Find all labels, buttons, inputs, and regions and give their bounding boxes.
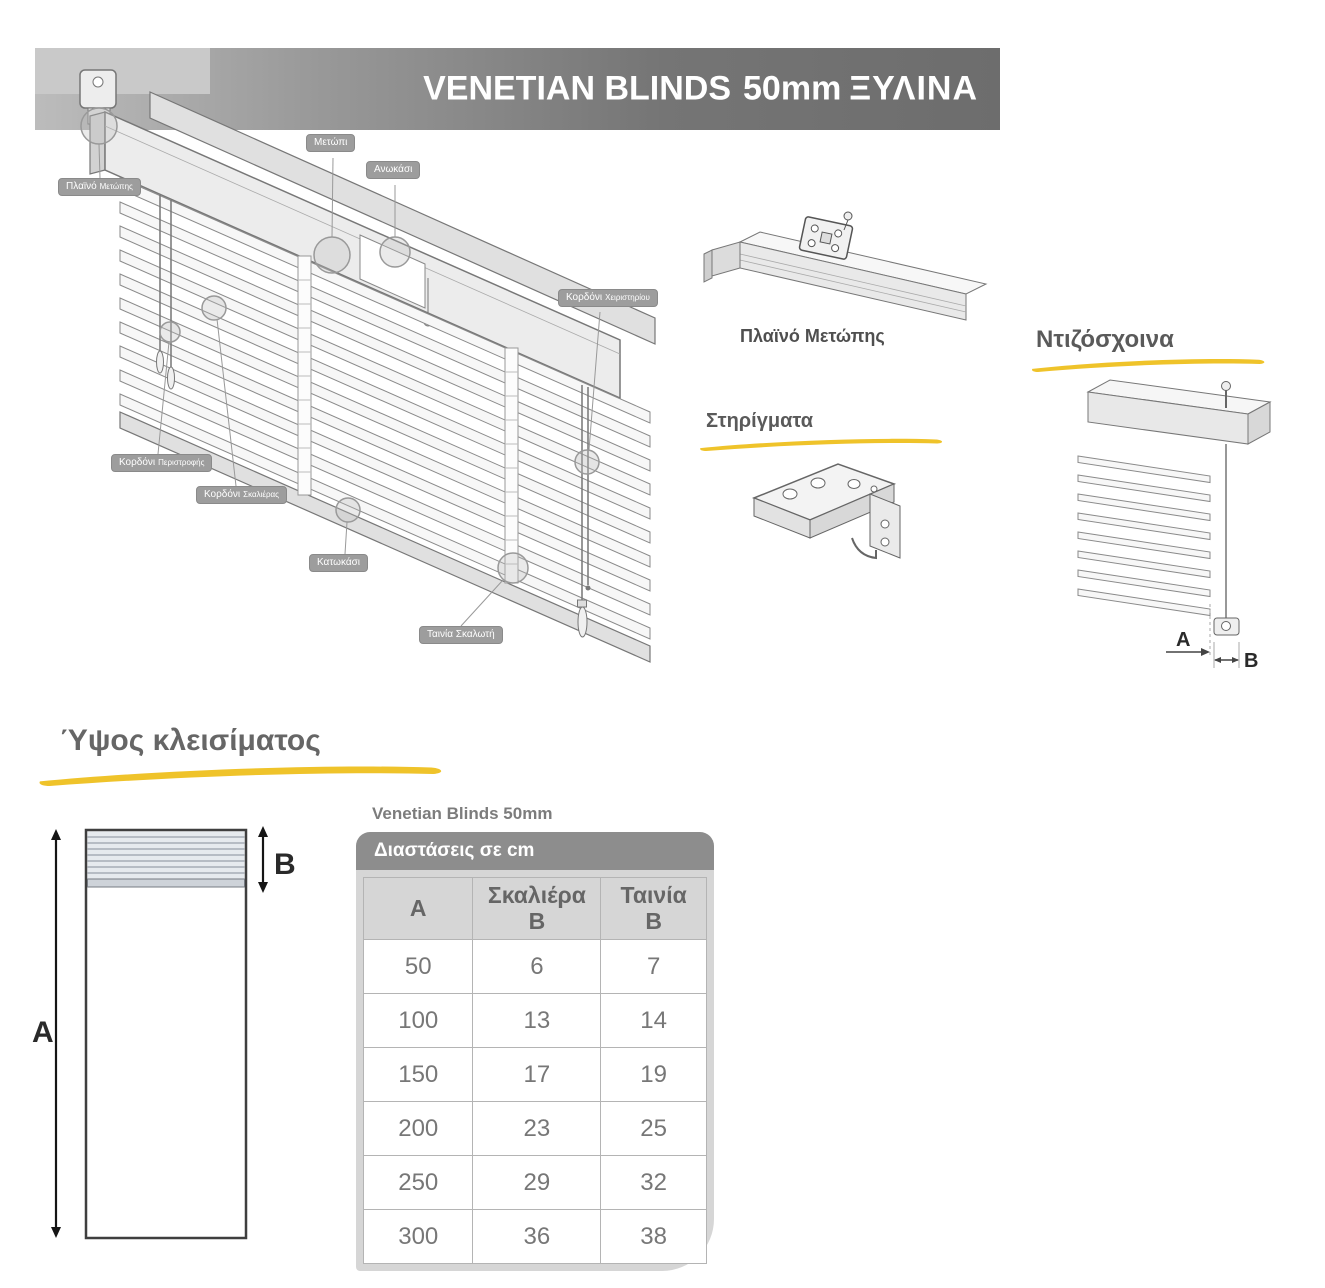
main-blind-diagram	[79, 69, 656, 663]
supports-title: Στηρίγματα	[706, 410, 814, 432]
label-text: Μετώπι	[314, 137, 348, 148]
dimension-marks: A B	[1166, 604, 1258, 672]
wall-rail-highlight	[35, 48, 210, 94]
control-cords	[577, 385, 591, 638]
column-header-a: A	[362, 877, 474, 940]
dim-b-label: B	[274, 848, 296, 881]
label-text: Πλαϊνό	[66, 181, 97, 192]
closing-height-title: Ύψος κλεισίματος	[60, 724, 321, 757]
cell-a: 100	[362, 993, 474, 1048]
cell-a: 300	[362, 1209, 474, 1264]
dim-arrow-b: B	[258, 826, 296, 893]
cord-tassel	[577, 606, 588, 638]
cord-anchor	[1221, 381, 1231, 391]
bracket-hook	[851, 537, 877, 560]
cell-a: 150	[362, 1047, 474, 1102]
dimensions-table: Venetian Blinds 50mm Διαστάσεις σε cm A …	[356, 804, 714, 1271]
cell-a: 50	[362, 939, 474, 994]
cell-a: 250	[362, 1155, 474, 1210]
label-tainia-skaloti-badge: Ταινία Σκαλωτή	[419, 626, 503, 644]
cell-tainia: 25	[600, 1101, 707, 1156]
cell-skaliera: 29	[472, 1155, 602, 1210]
table-row: 50 6 7	[362, 939, 707, 994]
cords-section-title: Ντιζόσχοινα	[1036, 326, 1174, 353]
leader-circles	[80, 107, 600, 584]
dim-a-label: A	[1176, 629, 1190, 651]
title-size: 50mm	[743, 69, 842, 108]
label-text: Κορδόνι	[119, 457, 156, 468]
table-row: 100 13 14	[362, 993, 707, 1048]
table-row: 300 36 38	[362, 1209, 707, 1264]
label-anokasi-badge: Ανωκάσι	[366, 161, 421, 179]
table-header-bar: Διαστάσεις σε cm	[356, 832, 714, 870]
dim-arrow-a: A	[32, 829, 61, 1238]
supports-underline-swoosh	[700, 438, 943, 451]
closing-height-diagram: B A	[32, 826, 296, 1240]
closed-stack-band	[87, 831, 245, 888]
headrail	[149, 91, 656, 345]
rail-end-cap	[711, 241, 741, 277]
table-row: 250 29 32	[362, 1155, 707, 1210]
cell-skaliera: 23	[472, 1101, 602, 1156]
cell-a: 200	[362, 1101, 474, 1156]
label-subtext: Περιστροφής	[158, 458, 205, 467]
cell-tainia: 19	[600, 1047, 707, 1102]
cell-skaliera: 36	[472, 1209, 602, 1264]
dim-a-label: A	[32, 1016, 54, 1049]
cords-diagram: A B	[1077, 379, 1272, 672]
cell-skaliera: 17	[472, 1047, 602, 1102]
label-text: Κατωκάσι	[317, 557, 360, 568]
cell-skaliera: 6	[472, 939, 602, 994]
bottom-rail	[119, 411, 651, 663]
hinge-plate	[798, 216, 854, 260]
label-katokasi-badge: Κατωκάσι	[309, 554, 368, 572]
label-text: Κορδόνι	[204, 489, 241, 500]
dim-b-label: B	[1244, 650, 1258, 672]
ladder-tapes	[297, 255, 519, 584]
cell-tainia: 32	[600, 1155, 707, 1210]
tilt-cords	[156, 195, 175, 390]
cell-skaliera: 13	[472, 993, 602, 1048]
ladder-tape	[504, 347, 519, 584]
cell-tainia: 7	[600, 939, 707, 994]
blind-outline	[84, 828, 248, 1240]
table-row: 150 17 19	[362, 1047, 707, 1102]
label-metopi-badge: Μετώπι	[306, 134, 356, 152]
cell-tainia: 38	[600, 1209, 707, 1264]
corner-detail-caption: Πλαϊνό Μετώπης	[740, 326, 885, 346]
leader-lines	[98, 143, 601, 627]
slats	[1077, 455, 1211, 617]
corner-detail-diagram	[703, 211, 988, 321]
title-material: ΞΥΛΙΝΑ	[849, 69, 978, 108]
label-text: Κορδόνι	[566, 292, 603, 303]
title-product: VENETIAN BLINDS	[423, 69, 732, 108]
label-subtext: Χειριστηρίου	[605, 293, 650, 302]
cords-underline-swoosh	[1032, 358, 1265, 372]
support-bracket-diagram	[751, 463, 901, 560]
label-subtext: Σκαλιέρας	[243, 490, 280, 499]
valance-opening	[359, 234, 426, 309]
screw	[843, 211, 853, 221]
label-subtext: Μετώπης	[99, 182, 133, 191]
table-title: Venetian Blinds 50mm	[372, 804, 553, 823]
label-text: Ανωκάσι	[374, 164, 413, 175]
label-text: Ταινία Σκαλωτή	[427, 629, 495, 640]
cell-tainia: 14	[600, 993, 707, 1048]
table-row: 200 23 25	[362, 1101, 707, 1156]
closing-underline-swoosh	[39, 766, 442, 786]
